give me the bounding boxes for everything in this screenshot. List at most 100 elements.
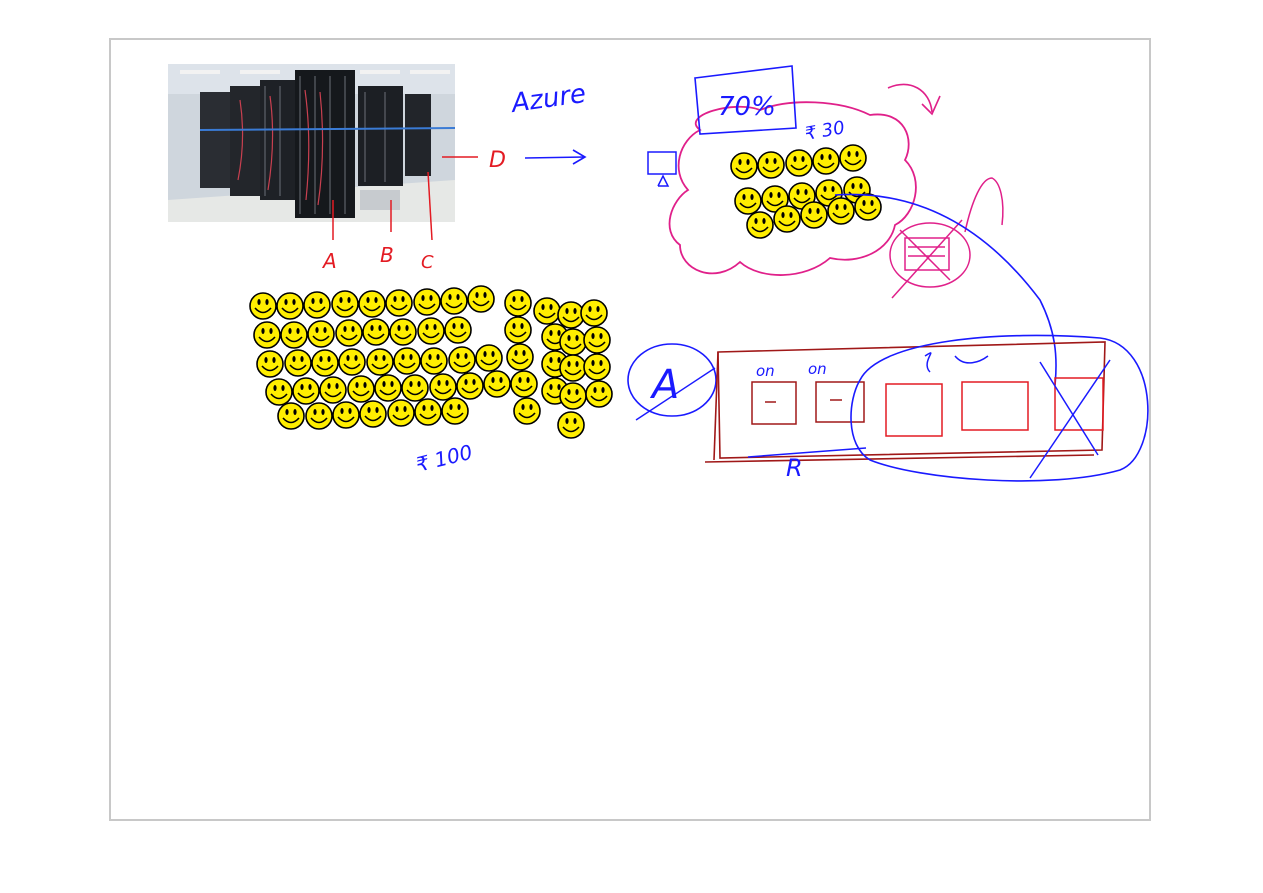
smiley-crowd-large — [249, 285, 613, 439]
crowd-cloud-smiley-icon — [800, 201, 828, 229]
crowd-large-smiley-icon — [506, 343, 534, 371]
crowd-large-smiley-icon — [413, 288, 441, 316]
rack-server-on-1 — [751, 381, 797, 425]
crowd-large-smiley-icon — [448, 346, 476, 374]
crowd-cloud-smiley-icon — [785, 149, 813, 177]
crowd-large-smiley-icon — [420, 347, 448, 375]
crowd-large-smiley-icon — [444, 316, 472, 344]
cloud-arrowhead — [921, 95, 941, 116]
crowd-large-smiley-icon — [557, 301, 585, 329]
crowd-large-smiley-icon — [292, 377, 320, 405]
crowd-large-smiley-icon — [338, 348, 366, 376]
crowd-large-smiley-icon — [559, 382, 587, 410]
on-label-2: on — [808, 360, 827, 378]
crowd-large-smiley-icon — [559, 354, 587, 382]
crowd-large-smiley-icon — [513, 397, 541, 425]
crowd-cloud-smiley-icon — [773, 205, 801, 233]
label-b: B — [380, 243, 394, 267]
crowd-large-smiley-icon — [265, 378, 293, 406]
crowd-large-smiley-icon — [249, 292, 277, 320]
crowd-large-smiley-icon — [332, 401, 360, 429]
label-c: C — [421, 252, 434, 273]
crowd-large-smiley-icon — [319, 376, 347, 404]
crowd-large-smiley-icon — [393, 347, 421, 375]
crowd-cloud-smiley-icon — [812, 147, 840, 175]
crowd-cloud-smiley-icon — [839, 144, 867, 172]
percent-label: 70% — [718, 92, 776, 122]
crowd-cloud-smiley-icon — [827, 197, 855, 225]
crowd-large-smiley-icon — [303, 291, 331, 319]
cloud-rotation-arrow — [887, 83, 933, 113]
circled-a-arrow — [635, 367, 716, 421]
crowd-large-smiley-icon — [389, 318, 417, 346]
azure-label: Azure — [508, 79, 588, 119]
crowd-large-smiley-icon — [441, 397, 469, 425]
migration-arrow — [834, 193, 1057, 386]
crossed-out-server-icon — [889, 219, 971, 299]
crowd-large-smiley-icon — [557, 411, 585, 439]
crowd-large-smiley-icon — [510, 370, 538, 398]
rack-diagram — [704, 341, 1106, 463]
price-30-label: ₹ 30 — [803, 117, 846, 145]
crowd-large-smiley-icon — [362, 318, 390, 346]
crowd-large-smiley-icon — [387, 399, 415, 427]
crowd-large-smiley-icon — [366, 348, 394, 376]
circled-a-label: A — [649, 362, 679, 408]
pink-up-arrow — [964, 177, 1004, 233]
squiggle-mark — [924, 352, 989, 373]
crowd-large-smiley-icon — [401, 374, 429, 402]
crowd-large-smiley-icon — [253, 321, 281, 349]
crowd-large-smiley-icon — [347, 375, 375, 403]
crowd-large-smiley-icon — [331, 290, 359, 318]
circled-a-outline — [627, 343, 717, 417]
crowd-large-smiley-icon — [456, 372, 484, 400]
rack-server-on-2 — [815, 381, 865, 423]
server-group-outline — [850, 334, 1149, 482]
crowd-large-smiley-icon — [256, 350, 284, 378]
crowd-large-smiley-icon — [414, 398, 442, 426]
crowd-large-smiley-icon — [440, 287, 468, 315]
server-racks-photo — [168, 64, 456, 222]
photo-pointer-lines — [332, 156, 478, 241]
computer-doodle-icon — [647, 151, 677, 187]
on-label-1: on — [756, 362, 775, 380]
crowd-large-smiley-icon — [277, 402, 305, 430]
crowd-large-smiley-icon — [358, 290, 386, 318]
crowd-large-smiley-icon — [385, 289, 413, 317]
r-underline — [747, 447, 867, 458]
crowd-large-smiley-icon — [533, 297, 561, 325]
crowd-cloud-smiley-icon — [730, 152, 758, 180]
crowd-large-smiley-icon — [504, 289, 532, 317]
rack-server-4 — [961, 381, 1029, 431]
crowd-cloud-smiley-icon — [757, 151, 785, 179]
crowd-large-smiley-icon — [504, 316, 532, 344]
label-a: A — [321, 249, 337, 273]
rack-server-5 — [1054, 377, 1104, 431]
rack-server-3 — [885, 383, 943, 437]
crowd-large-smiley-icon — [483, 370, 511, 398]
crowd-large-smiley-icon — [276, 292, 304, 320]
crowd-large-smiley-icon — [467, 285, 495, 313]
crowd-large-smiley-icon — [280, 321, 308, 349]
crowd-large-smiley-icon — [429, 373, 457, 401]
crowd-large-smiley-icon — [305, 402, 333, 430]
x-out-server-mark — [1029, 359, 1111, 479]
percent-box — [694, 65, 797, 135]
crowd-large-smiley-icon — [580, 299, 608, 327]
crowd-large-smiley-icon — [475, 344, 503, 372]
crowd-large-smiley-icon — [585, 380, 613, 408]
crowd-cloud-smiley-icon — [734, 187, 762, 215]
arrow-to-azure — [524, 149, 587, 165]
smiley-crowd-cloud — [730, 144, 882, 239]
crowd-large-smiley-icon — [374, 374, 402, 402]
crowd-large-smiley-icon — [311, 349, 339, 377]
r-label: R — [786, 454, 803, 482]
crowd-large-smiley-icon — [359, 400, 387, 428]
crowd-large-smiley-icon — [559, 328, 587, 356]
price-100-label: ₹ 100 — [413, 440, 474, 477]
crowd-cloud-smiley-icon — [854, 193, 882, 221]
crowd-large-smiley-icon — [417, 317, 445, 345]
label-d: D — [489, 148, 506, 173]
crowd-large-smiley-icon — [583, 326, 611, 354]
